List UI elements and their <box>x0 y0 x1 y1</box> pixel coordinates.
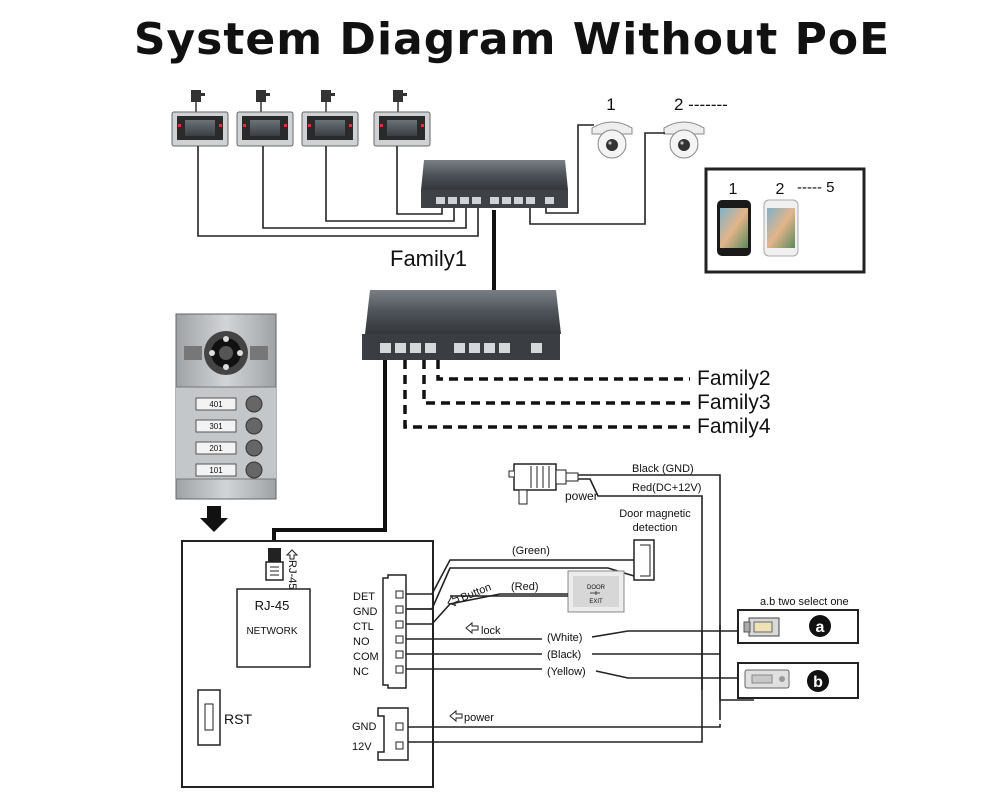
power-adapter-icon <box>508 463 579 505</box>
power-arrow-icon <box>449 709 463 723</box>
rj45-box-title: RJ-45 <box>255 598 290 613</box>
apartment-button-label: 101 <box>209 466 223 475</box>
magnetic-bolt-lock-icon <box>744 669 790 689</box>
switch-ports <box>436 197 554 204</box>
camera-2 <box>663 121 705 159</box>
terminal-gnd: GND <box>353 606 378 618</box>
apartment-button[interactable]: 201 <box>195 439 263 457</box>
family1-label: Family1 <box>390 246 467 271</box>
black-wire-label: (Black) <box>547 649 581 661</box>
indoor-monitor <box>373 90 431 147</box>
button-return-wire <box>406 595 568 610</box>
camera-lens-icon <box>204 331 248 375</box>
terminal-com: COM <box>353 651 379 663</box>
lock-select-caption: a.b two select one <box>760 596 849 608</box>
apartment-button[interactable]: 401 <box>195 395 263 413</box>
page-title: System Diagram Without PoE <box>134 14 890 65</box>
terminal-nc: NC <box>353 666 369 678</box>
terminal-det: DET <box>353 591 375 603</box>
terminal-power-12v: 12V <box>352 741 372 753</box>
button-label: Button <box>459 581 493 604</box>
terminal-no: NO <box>353 636 370 648</box>
door-station: 401 301 201 101 <box>175 313 277 500</box>
lock-option-b: b <box>737 662 859 699</box>
down-arrow-icon <box>200 506 228 532</box>
network-switch-lower <box>362 290 561 360</box>
terminal-power-gnd: GND <box>352 721 377 733</box>
smartphone-icon <box>763 199 799 257</box>
main-unit: RJ-45 RJ-45 NETWORK RST DET GND CTL NO C… <box>181 540 434 788</box>
power-terminal-block <box>377 707 409 761</box>
rj45-plug-icon <box>265 548 284 581</box>
mobile-app-panel: 1 2 ----- 5 <box>704 167 866 274</box>
arrow-icon <box>285 549 299 560</box>
red-12v-label: Red(DC+12V) <box>632 482 701 494</box>
white-wire-label: (White) <box>547 632 582 644</box>
apartment-button-label: 401 <box>209 400 223 409</box>
camera-1-label: 1 <box>606 95 615 114</box>
option-a-badge <box>809 615 831 637</box>
yellow-wire-label: (Yellow) <box>547 666 586 678</box>
power-wire-label: power <box>464 712 494 724</box>
apartment-button-label: 201 <box>209 444 223 453</box>
phone-2-label: 2 <box>776 181 785 198</box>
family2-label: Family2 <box>697 367 771 390</box>
exit-button-door: DOOR <box>587 585 606 591</box>
terminal-block <box>382 574 407 689</box>
nc-wire <box>406 668 754 679</box>
red-wire-label: (Red) <box>511 581 539 593</box>
no-wire <box>406 630 760 640</box>
indoor-monitor <box>171 90 229 147</box>
smartphone-icon <box>717 200 751 256</box>
power-plug-icon <box>393 90 407 112</box>
reset-button[interactable] <box>197 689 221 746</box>
indoor-monitor <box>236 90 294 147</box>
power-adapter-label: power <box>565 489 598 503</box>
reset-label: RST <box>224 711 252 727</box>
det-wire <box>406 559 634 595</box>
option-b-badge <box>807 670 829 692</box>
power-plug-icon <box>191 90 205 112</box>
indoor-monitor <box>301 90 359 147</box>
electric-lock-icon <box>743 617 780 637</box>
lock-label: lock <box>481 625 501 637</box>
lock-ground-jumper <box>701 625 754 701</box>
option-a-label: a <box>816 619 825 636</box>
camera-2-cable <box>529 132 665 225</box>
door-sensor-icon <box>633 539 655 581</box>
switch-ports <box>380 343 542 353</box>
phone-1-label: 1 <box>729 181 738 198</box>
exit-button-icon: DOOR EXIT <box>567 570 625 613</box>
apartment-button[interactable]: 301 <box>195 417 263 435</box>
family3-label: Family3 <box>697 391 771 414</box>
camera-1 <box>591 121 633 159</box>
speaker-grille-icon <box>184 346 268 360</box>
door-magnetic-label-1: Door magnetic <box>619 508 691 520</box>
camera-2-label: 2 ------- <box>674 95 728 114</box>
apartment-button[interactable]: 101 <box>195 461 263 479</box>
phone-range-label: ----- 5 <box>797 179 835 196</box>
exit-button-exit: EXIT <box>589 599 603 605</box>
black-gnd-label: Black (GND) <box>632 463 694 475</box>
power-plug-icon <box>321 90 335 112</box>
indoor-monitors <box>171 90 431 147</box>
terminal-ctl: CTL <box>353 621 374 633</box>
option-b-label: b <box>813 674 823 691</box>
camera-1-cable <box>545 124 594 214</box>
lock-option-a: a <box>737 609 859 644</box>
adapter-12v-wire <box>408 478 703 743</box>
family-links <box>403 360 690 429</box>
monitor-cables <box>197 146 479 237</box>
door-station-cable <box>272 360 387 548</box>
power-plug-icon <box>256 90 270 112</box>
rj45-box-subtitle: NETWORK <box>246 626 297 637</box>
green-wire-label: (Green) <box>512 545 550 557</box>
apartment-button-label: 301 <box>209 422 223 431</box>
family4-label: Family4 <box>697 415 771 438</box>
lock-arrow-icon <box>465 621 479 635</box>
rj45-label: RJ-45 <box>286 560 298 589</box>
network-switch-upper <box>421 160 568 208</box>
door-magnetic-label-2: detection <box>633 522 678 534</box>
